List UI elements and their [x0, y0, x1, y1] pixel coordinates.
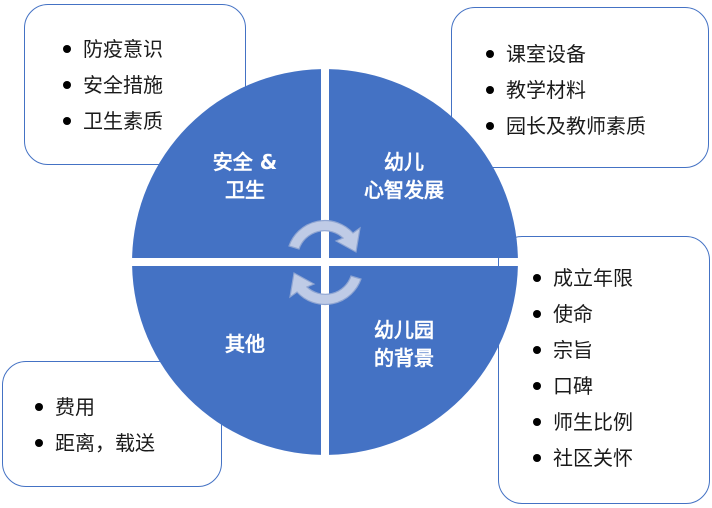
list-item: 教学材料 — [484, 72, 708, 108]
list-item: 距离，载送 — [33, 425, 221, 461]
quadrant-top-right — [329, 69, 518, 258]
list-item: 防疫意识 — [61, 31, 245, 67]
list-item: 安全措施 — [61, 67, 245, 103]
quadrant-top-left — [132, 69, 321, 258]
quadrant-label-development: 幼儿 心智发展 — [364, 150, 444, 202]
quadrant-bottom-left — [132, 266, 321, 455]
callout-child-development: 课室设备 教学材料 园长及教师素质 — [451, 7, 709, 168]
quadrant-label-others: 其他 — [225, 332, 265, 356]
list-item: 卫生素质 — [61, 103, 245, 139]
list-item: 成立年限 — [531, 260, 709, 296]
callout-safety-hygiene: 防疫意识 安全措施 卫生素质 — [24, 4, 246, 165]
cycle-arrows-icon — [288, 220, 362, 305]
list-item: 费用 — [33, 389, 221, 425]
callout-others: 费用 距离，载送 — [2, 361, 222, 487]
quadrant-label-safety: 安全 & 卫生 — [212, 150, 278, 202]
callout-kindergarten-background: 成立年限 使命 宗旨 口碑 师生比例 社区关怀 — [498, 236, 710, 504]
list-item: 园长及教师素质 — [484, 108, 708, 144]
list-item: 使命 — [531, 296, 709, 332]
quadrant-bottom-right — [329, 266, 518, 455]
list-item: 口碑 — [531, 368, 709, 404]
list-item: 课室设备 — [484, 36, 708, 72]
list-item: 师生比例 — [531, 404, 709, 440]
list-item: 社区关怀 — [531, 440, 709, 476]
list-item: 宗旨 — [531, 332, 709, 368]
quadrant-label-background: 幼儿园 的背景 — [374, 318, 434, 370]
